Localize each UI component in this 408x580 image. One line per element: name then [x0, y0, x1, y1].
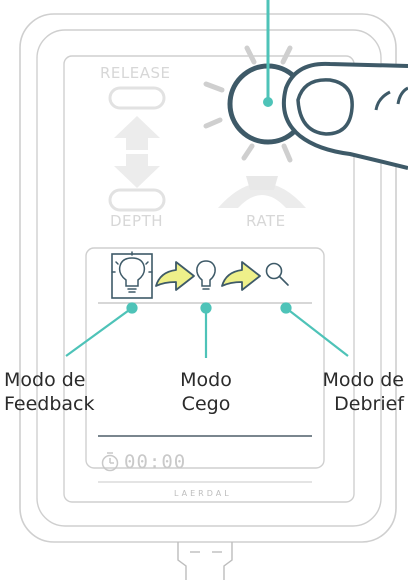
transition-arrow-icon: [221, 261, 261, 291]
finger-icon: [281, 61, 408, 170]
debrief-mode-label: Modo de Debrief: [322, 369, 405, 415]
rate-gauge-bar: [246, 176, 278, 190]
brand-logo: LAERDAL: [174, 489, 232, 498]
clock-icon: [101, 452, 119, 472]
release-button: [108, 86, 166, 110]
pointer-dot-top: [263, 97, 273, 107]
flash-rays: [203, 45, 293, 163]
device-outer-shell: [19, 13, 397, 543]
release-label: RELEASE: [100, 64, 171, 82]
device-face: [63, 55, 355, 503]
magnifier-icon: [265, 262, 289, 286]
down-arrow-icon: [114, 154, 160, 188]
callout-lines: [65, 302, 349, 358]
feedback-mode-label: Modo de Feedback: [4, 369, 95, 415]
bulb-rays-icon: [111, 251, 153, 293]
depth-button: [108, 188, 166, 212]
connector: [177, 542, 233, 580]
device-inner-shell: [36, 29, 382, 527]
rate-gauge-icon: [218, 183, 306, 208]
blind-mode-label: Modo Cego: [180, 369, 232, 415]
up-arrow-icon: [114, 116, 160, 150]
rate-label: RATE: [246, 212, 286, 230]
timer-display: 00:00: [124, 451, 187, 473]
display-panel: [85, 247, 325, 469]
transition-arrow-icon: [155, 261, 195, 291]
depth-label: DEPTH: [110, 212, 164, 230]
bulb-icon: [196, 260, 216, 290]
